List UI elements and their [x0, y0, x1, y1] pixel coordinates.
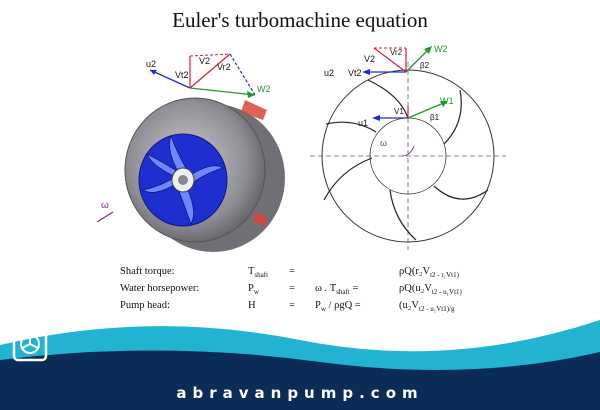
diagram-blades [323, 79, 489, 241]
equation-row-shaft-torque: Shaft torque: Tshaft = ρQ(r₂Vt2 - r₁Vt1) [0, 266, 600, 284]
diagram-outer-velocity-triangle [362, 46, 432, 75]
diagram-label-w2: W2 [434, 44, 448, 54]
equation-middle: Pw / ρgQ = [315, 300, 361, 314]
equation-equals: = [289, 266, 295, 277]
diagram-label-beta2: β2 [420, 61, 430, 70]
footer-website[interactable]: abravanpump.com [176, 384, 424, 402]
diagram-label-omega: ω [380, 138, 387, 148]
footer-bar [0, 378, 600, 410]
diagram-label-v1: V1 [394, 107, 404, 116]
wave-highlight [0, 312, 600, 347]
impeller-shaft [178, 175, 188, 185]
impeller-velocity-triangle [149, 53, 256, 98]
impeller-label-vt2: Vt2 [175, 70, 189, 80]
equation-symbol: Tshaft [248, 266, 269, 280]
impeller-label-u2: u2 [146, 59, 156, 69]
diagram-label-w1: W1 [440, 96, 454, 106]
diagram-label-u2: u2 [324, 68, 334, 78]
page-title: Euler's turbomachine equation [172, 8, 428, 32]
diagram-label-vr2: Vr2 [390, 48, 403, 57]
equation-symbol: H [248, 300, 256, 311]
impeller-label-v2: V2 [199, 56, 210, 66]
impeller-edge-patch [253, 212, 267, 226]
diagram-label-vt2: Vt2 [348, 68, 362, 78]
equation-equals: = [289, 283, 295, 294]
equation-result: ρQ(r₂Vt2 - r₁Vt1) [399, 266, 459, 280]
decorative-wave [0, 312, 600, 380]
equation-label: Shaft torque: [120, 266, 175, 277]
diagram-inner-velocity-triangle [372, 101, 448, 121]
velocity-diagram: u2 Vt2 V2 Vr2 W2 β2 u1 V1 W1 β1 ω [310, 44, 506, 250]
equation-row-water-horsepower: Water horsepower: Pw = ω . Tshaft = ρQ(u… [0, 283, 600, 301]
equation-row-pump-head: Pump head: H = Pw / ρgQ = (u₂Vt2 - u₁Vt1… [0, 300, 600, 318]
equation-label: Pump head: [120, 300, 170, 311]
equation-middle: ω . Tshaft = [315, 283, 359, 297]
equation-result: ρQ(u₂Vt2 - u₁Vt1) [399, 283, 462, 297]
impeller-label-vr2: Vr2 [217, 62, 231, 72]
equation-equals: = [289, 300, 295, 311]
impeller-illustration: u2 Vt2 V2 Vr2 W2 ω [96, 53, 285, 252]
impeller-label-w2: W2 [257, 84, 271, 94]
diagram-label-u1: u1 [358, 118, 368, 128]
diagram-rotation-arrow [401, 145, 415, 157]
equation-result: (u₂Vt2 - u₁Vt1)/g [399, 300, 455, 314]
impeller-rotation-arrow [96, 211, 114, 223]
diagram-label-v2: V2 [364, 54, 375, 64]
impeller-edge-patch [241, 100, 267, 120]
pump-logo-icon [12, 324, 48, 362]
equation-label: Water horsepower: [120, 283, 200, 294]
wave-navy [0, 350, 600, 380]
equation-symbol: Pw [248, 283, 259, 297]
diagram-label-beta1: β1 [430, 113, 440, 122]
impeller-label-omega: ω [101, 200, 109, 211]
